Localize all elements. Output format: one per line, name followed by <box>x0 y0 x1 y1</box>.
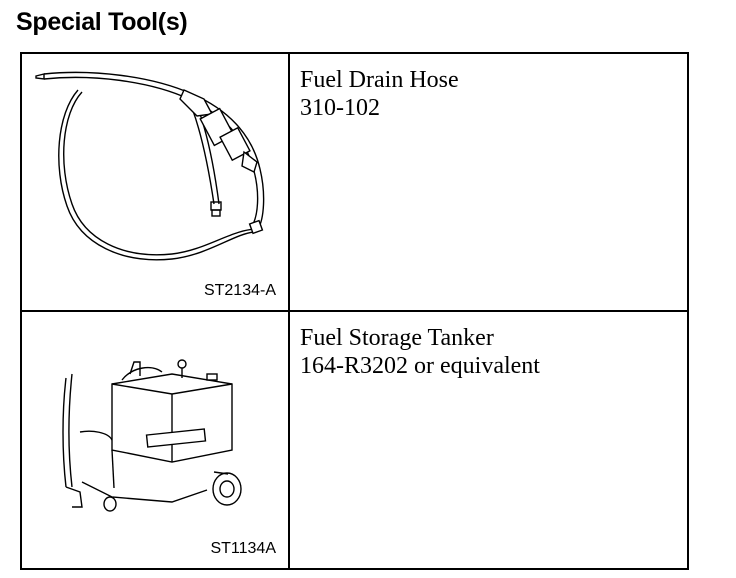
tool-part-number: 310-102 <box>300 95 380 121</box>
tool-description-cell: Fuel Storage Tanker 164-R3202 or equival… <box>288 310 689 570</box>
tool-row: ST1134A Fuel Storage Tanker 164-R3202 or… <box>20 310 689 570</box>
tool-image-code: ST1134A <box>210 540 276 557</box>
tool-illustration-cell: ST2134-A <box>20 52 290 312</box>
tool-image-code: ST2134-A <box>203 282 276 299</box>
tool-description-cell: Fuel Drain Hose 310-102 <box>288 52 689 312</box>
tool-illustration-cell: ST1134A <box>20 310 290 570</box>
tool-row: ST2134-A Fuel Drain Hose 310-102 <box>20 52 689 312</box>
tool-name: Fuel Storage Tanker <box>300 325 494 351</box>
fuel-storage-tanker-icon <box>62 359 242 512</box>
page-title: Special Tool(s) <box>16 8 188 36</box>
special-tools-table: ST2134-A Fuel Drain Hose 310-102 <box>20 52 689 570</box>
tool-name: Fuel Drain Hose <box>300 67 459 93</box>
tool-part-number: 164-R3202 or equivalent <box>300 353 540 379</box>
fuel-drain-hose-icon <box>35 71 265 261</box>
